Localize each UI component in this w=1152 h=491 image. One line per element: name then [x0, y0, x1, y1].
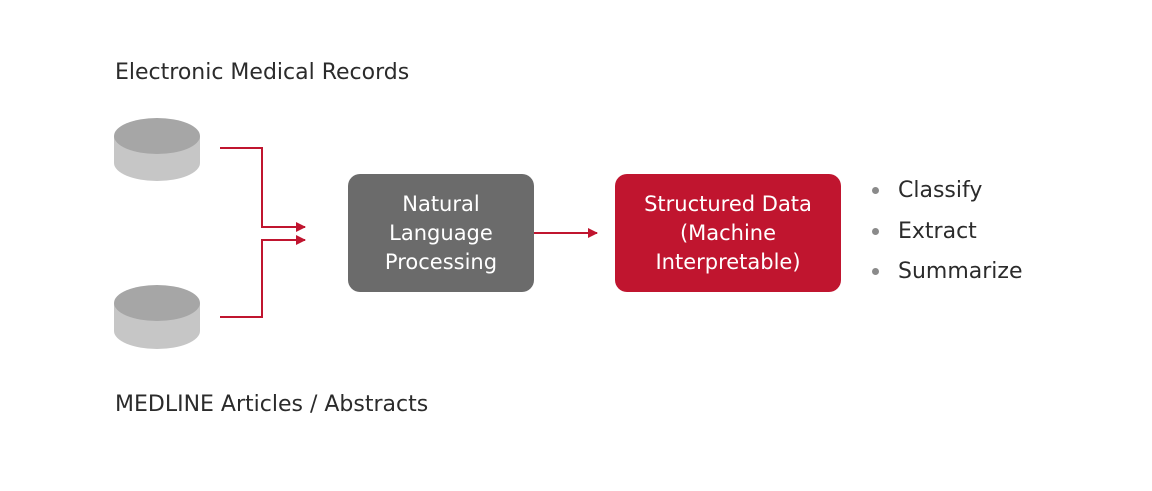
- bullet-icon: [872, 187, 879, 194]
- bullet-icon: [872, 268, 879, 275]
- structured-box-line: Interpretable): [655, 249, 801, 274]
- nlp-box-line: Language: [389, 220, 493, 245]
- emr-connector-arrow: [220, 147, 306, 232]
- structured-data-box: Structured Data (Machine Interpretable): [615, 174, 841, 292]
- emr-database-icon: [114, 118, 200, 181]
- action-item-classify: Classify: [868, 174, 1023, 215]
- structured-box-line: Structured Data: [644, 191, 812, 216]
- emr-source-label: Electronic Medical Records: [115, 60, 410, 85]
- action-label: Summarize: [898, 259, 1023, 284]
- bullet-icon: [872, 227, 879, 235]
- medline-source-label: MEDLINE Articles / Abstracts: [115, 392, 429, 417]
- action-item-summarize: Summarize: [868, 255, 1023, 296]
- action-item-extract: Extract: [868, 215, 1023, 256]
- nlp-box-line: Processing: [384, 249, 498, 274]
- actions-list: Classify Extract Summarize: [868, 174, 1023, 296]
- nlp-box: Natural Language Processing: [348, 174, 534, 292]
- medline-database-icon: [114, 285, 200, 349]
- action-label: Extract: [898, 218, 977, 244]
- action-label: Classify: [898, 178, 983, 203]
- structured-box-line: (Machine: [679, 220, 777, 245]
- nlp-box-line: Natural: [402, 191, 480, 216]
- medline-connector-arrow: [220, 235, 306, 318]
